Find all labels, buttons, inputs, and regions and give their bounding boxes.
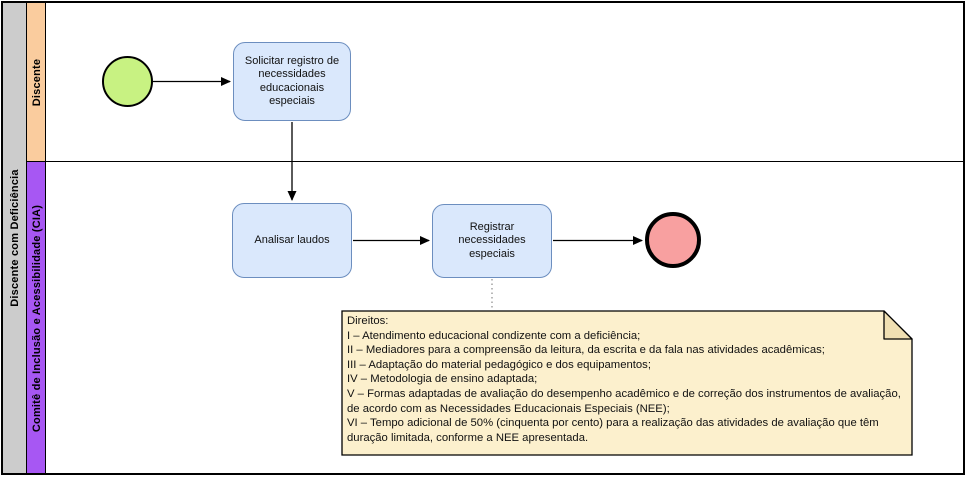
- task-label: Solicitar registro de necessidades educa…: [244, 54, 340, 108]
- note-line: V – Formas adaptadas de avaliação do des…: [347, 387, 901, 415]
- note-line: III – Adaptação do material pedagógico e…: [347, 358, 651, 371]
- note-line: I – Atendimento educacional condizente c…: [347, 329, 641, 342]
- pool-header: [3, 3, 27, 473]
- task-analisar-laudos[interactable]: Analisar laudos: [232, 203, 352, 278]
- end-event[interactable]: [645, 212, 701, 268]
- note-line: II – Mediadores para a compreensão da le…: [347, 344, 825, 357]
- lane-divider: [27, 160, 963, 162]
- note-shape[interactable]: [341, 310, 913, 456]
- note-line: Direitos:: [347, 315, 389, 327]
- start-event[interactable]: [102, 56, 153, 107]
- task-label: Registrar necessidades especiais: [458, 220, 526, 260]
- lane-discente-header: [27, 3, 46, 161]
- task-solicitar-registro[interactable]: Solicitar registro de necessidades educa…: [233, 42, 351, 121]
- task-registrar-necessidades[interactable]: Registrar necessidades especiais: [432, 204, 552, 278]
- task-label: Analisar laudos: [254, 233, 330, 246]
- note-text[interactable]: Direitos: I – Atendimento educacional co…: [347, 314, 907, 452]
- note-line: IV – Metodologia de ensino adaptada;: [347, 373, 538, 386]
- lane-cia-header: [27, 162, 46, 473]
- note-fold: [883, 310, 913, 340]
- note-line: VI – Tempo adicional de 50% (cinquenta p…: [347, 417, 879, 444]
